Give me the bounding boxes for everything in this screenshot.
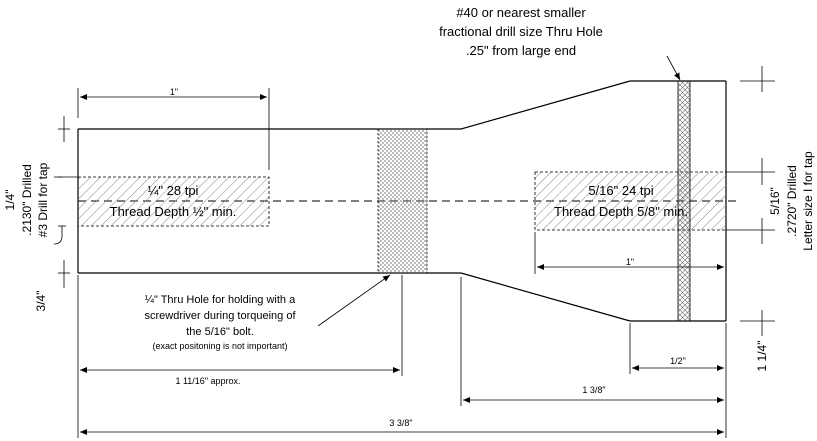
dim-top-left-1in — [77, 88, 270, 170]
dim-label-half-inch: 1/2" — [670, 356, 686, 366]
screwdriver-thru-hole — [377, 128, 428, 274]
right-drill-line1: .2720" Drilled — [785, 165, 799, 237]
right-tap-line1: 5/16" 24 tpi — [588, 183, 653, 198]
thru-note-line4: (exact positoning is not important) — [152, 341, 287, 351]
dim-label-approx: 1 11/16" approx. — [175, 376, 240, 386]
right-tapped-hole — [534, 171, 727, 231]
left-tap-line2: Thread Depth ½" min. — [110, 204, 237, 219]
dim-three-eighths — [460, 277, 724, 406]
dim-label-right-1in: 1" — [626, 257, 634, 267]
left-tap-line1: ¼" 28 tpi — [148, 183, 199, 198]
top-note-line1: #40 or nearest smaller — [456, 5, 586, 20]
top-note-line2: fractional drill size Thru Hole — [439, 24, 603, 39]
left-drill-line1: .2130" Drilled — [20, 164, 34, 236]
right-tap-line2: Thread Depth 5/8" min. — [554, 204, 688, 219]
dim-right-vertical — [726, 66, 775, 336]
right-drill-line2: Letter size I for tap — [801, 151, 815, 251]
dim-left-vertical — [53, 116, 78, 288]
dim-label-top-left-1in: 1" — [170, 87, 178, 97]
dim-right-1in — [534, 232, 724, 274]
thru-note-line3: the 5/16" bolt. — [186, 326, 254, 338]
left-dim-three-quarter: 3/4" — [34, 291, 48, 312]
thru-note-line2: screwdriver during torqueing of — [144, 310, 296, 322]
left-dim-quarter: 1/4" — [3, 190, 17, 211]
left-drill-line2: #3 Drill for tap — [36, 162, 50, 237]
dim-label-three-eighths: 1 3/8" — [582, 385, 605, 395]
dim-half-inch — [629, 323, 727, 438]
left-tapped-hole — [77, 176, 270, 227]
right-dim-one-quarter: 1 1/4" — [755, 341, 769, 372]
small-thru-hole — [677, 80, 691, 322]
top-note-leader — [666, 55, 681, 81]
thru-hole-leader — [317, 274, 391, 327]
top-note-line3: .25" from large end — [466, 43, 576, 58]
dim-label-overall: 3 3/8" — [389, 418, 412, 428]
thru-note-line1: ¼" Thru Hole for holding with a — [145, 294, 296, 306]
right-dim-five-sixteenths: 5/16" — [768, 187, 782, 215]
dim-approx — [77, 275, 403, 438]
